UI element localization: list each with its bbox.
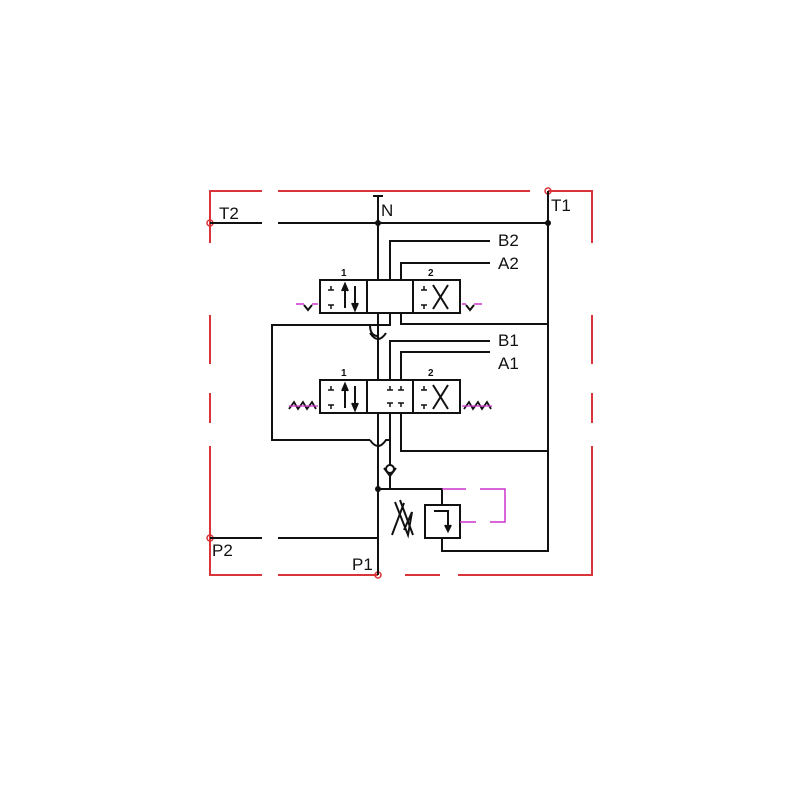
- line-crossover: [369, 332, 387, 340]
- valve-body-boundary: [209, 190, 593, 576]
- lower-position-2-label: 2: [428, 368, 434, 379]
- junction-dots: [375, 220, 551, 492]
- port-label-n: N: [381, 201, 394, 220]
- upper-position-2-label: 2: [428, 268, 434, 279]
- lower-position-1-label: 1: [341, 368, 347, 379]
- adjustable-spring-icon: [391, 499, 414, 539]
- valve-section-lower: [319, 379, 461, 414]
- valve-section-upper: [319, 279, 461, 314]
- detent-icon: [303, 304, 475, 312]
- port-label-a1: A1: [498, 354, 519, 373]
- hydraulic-lines: [210, 191, 549, 575]
- port-label-t2: T2: [219, 204, 239, 223]
- upper-position-1-label: 1: [341, 268, 347, 279]
- spring-icon: [288, 400, 492, 411]
- check-valve-icon: [383, 464, 397, 478]
- pilot-line: [442, 488, 506, 523]
- port-label-b1: B1: [498, 331, 519, 350]
- relief-valve-icon: [424, 504, 461, 539]
- port-label-p2: P2: [212, 541, 233, 560]
- port-label-a2: A2: [498, 254, 519, 273]
- port-label-p1: P1: [352, 555, 373, 574]
- port-label-b2: B2: [498, 231, 519, 250]
- port-label-t1: T1: [551, 196, 571, 215]
